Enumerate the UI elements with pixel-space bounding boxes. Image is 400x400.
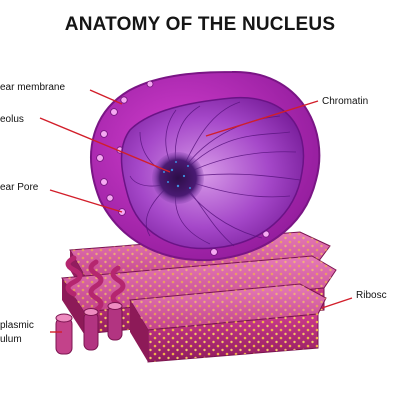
nucleolus-speckles [163,161,191,189]
label-chromatin: Chromatin [322,96,368,107]
label-nuclear-pore: ear Pore [0,182,39,193]
leader-lines [39,89,353,333]
label-er-line1: plasmic [0,320,34,331]
leader-nuclear-membrane [89,89,123,105]
leader-chromatin [205,100,319,137]
label-nuclear-membrane: ear membrane [0,82,65,93]
diagram-title: ANATOMY OF THE NUCLEUS [64,14,336,35]
endoplasmic-reticulum [55,231,337,363]
nucleolus [152,152,204,204]
er-stack-front [129,283,327,363]
leader-nuclear-pore [49,189,123,213]
er-tubes [55,302,123,355]
labels: ear membrane eolus ear Pore Chromatin Ri… [0,82,387,345]
nucleus [90,70,321,262]
label-nucleolus: eolus [0,114,24,125]
label-er-line2: ulum [0,334,22,345]
er-cisternae-left [65,255,126,313]
label-ribosomes: Ribosc [356,290,387,301]
leader-ribosomes [321,297,353,309]
leader-nucleolus [39,117,171,173]
